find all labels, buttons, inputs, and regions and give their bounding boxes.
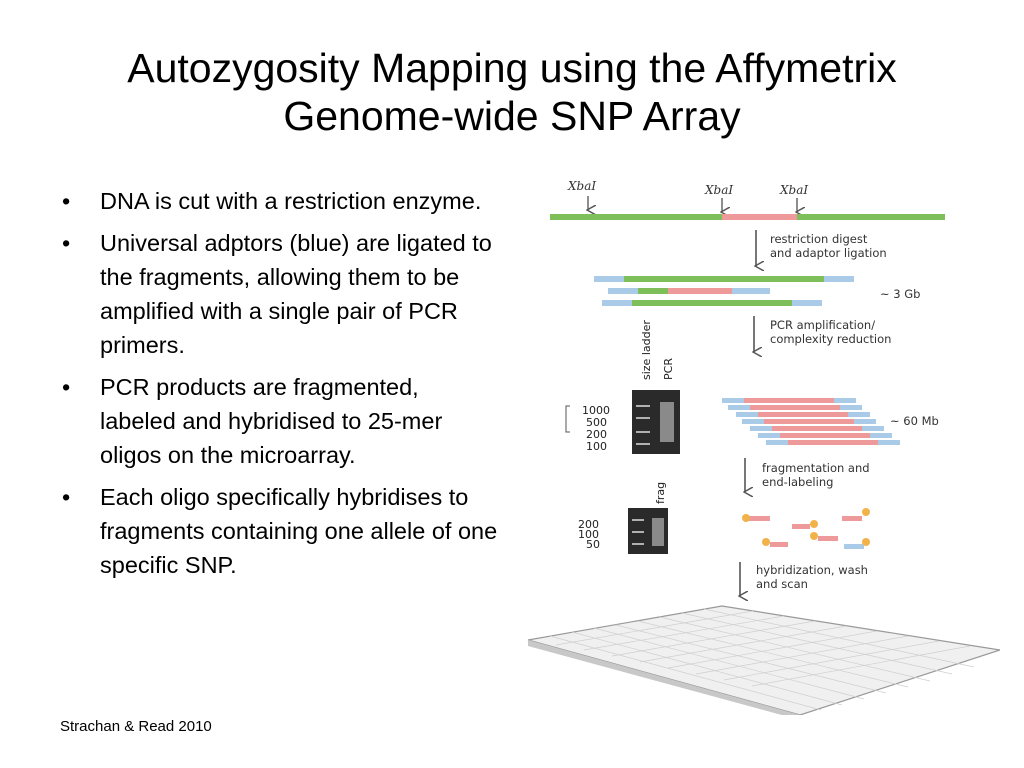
step-label: and adaptor ligation	[770, 246, 887, 260]
bullet-item: Universal adptors (blue) are ligated to …	[60, 226, 500, 362]
genomic-dna	[550, 214, 945, 220]
enzyme-label: XbaI	[567, 179, 596, 193]
title-line-1: Autozygosity Mapping using the Affymetri…	[127, 45, 897, 91]
bullet-item: DNA is cut with a restriction enzyme.	[60, 184, 500, 218]
enzyme-sites: XbaI XbaI XbaI	[567, 179, 808, 212]
citation: Strachan & Read 2010	[60, 718, 212, 735]
gel-image-2: frag 200 100 50	[578, 482, 668, 554]
step-label: PCR amplification/	[770, 318, 875, 332]
gel-marker: 100	[586, 440, 607, 453]
bullet-list: DNA is cut with a restriction enzyme. Un…	[60, 184, 500, 590]
gel-lane-label: size ladder	[640, 320, 653, 380]
slide-title: Autozygosity Mapping using the Affymetri…	[0, 44, 1024, 140]
labeled-fragments	[742, 508, 870, 549]
gel-image-1: size ladder PCR 1000 500 200 100	[565, 320, 680, 454]
gel-marker: 200	[586, 428, 607, 441]
size-label: ~ 3 Gb	[880, 287, 920, 301]
gel-marker: 1000	[582, 404, 610, 417]
step-label: fragmentation and	[762, 461, 870, 475]
step-label: restriction digest	[770, 232, 868, 246]
step-label: hybridization, wash	[756, 563, 868, 577]
bullet-item: PCR products are fragmented, labeled and…	[60, 370, 500, 472]
gel-lane-label: frag	[654, 482, 667, 504]
step-label: and scan	[756, 577, 808, 591]
microarray-chip	[527, 605, 1000, 715]
title-line-2: Genome-wide SNP Array	[283, 93, 741, 139]
size-label: ~ 60 Mb	[890, 414, 939, 428]
gel-marker: 100	[578, 528, 599, 541]
gel-marker: 200	[578, 518, 599, 531]
step-label: end-labeling	[762, 475, 833, 489]
workflow-diagram: XbaI XbaI XbaI restriction digest and ad…	[527, 179, 1000, 715]
gel-marker: 50	[586, 538, 600, 551]
gel-lane-label: PCR	[662, 358, 675, 380]
step-label: complexity reduction	[770, 332, 891, 346]
bullet-item: Each oligo specifically hybridises to fr…	[60, 480, 500, 582]
enzyme-label: XbaI	[704, 183, 733, 197]
enzyme-label: XbaI	[779, 183, 808, 197]
amplified-fragments	[722, 398, 900, 445]
workflow-figure: XbaI XbaI XbaI restriction digest and ad…	[500, 170, 1000, 715]
gel-marker: 500	[586, 416, 607, 429]
ligated-fragments	[594, 276, 854, 306]
